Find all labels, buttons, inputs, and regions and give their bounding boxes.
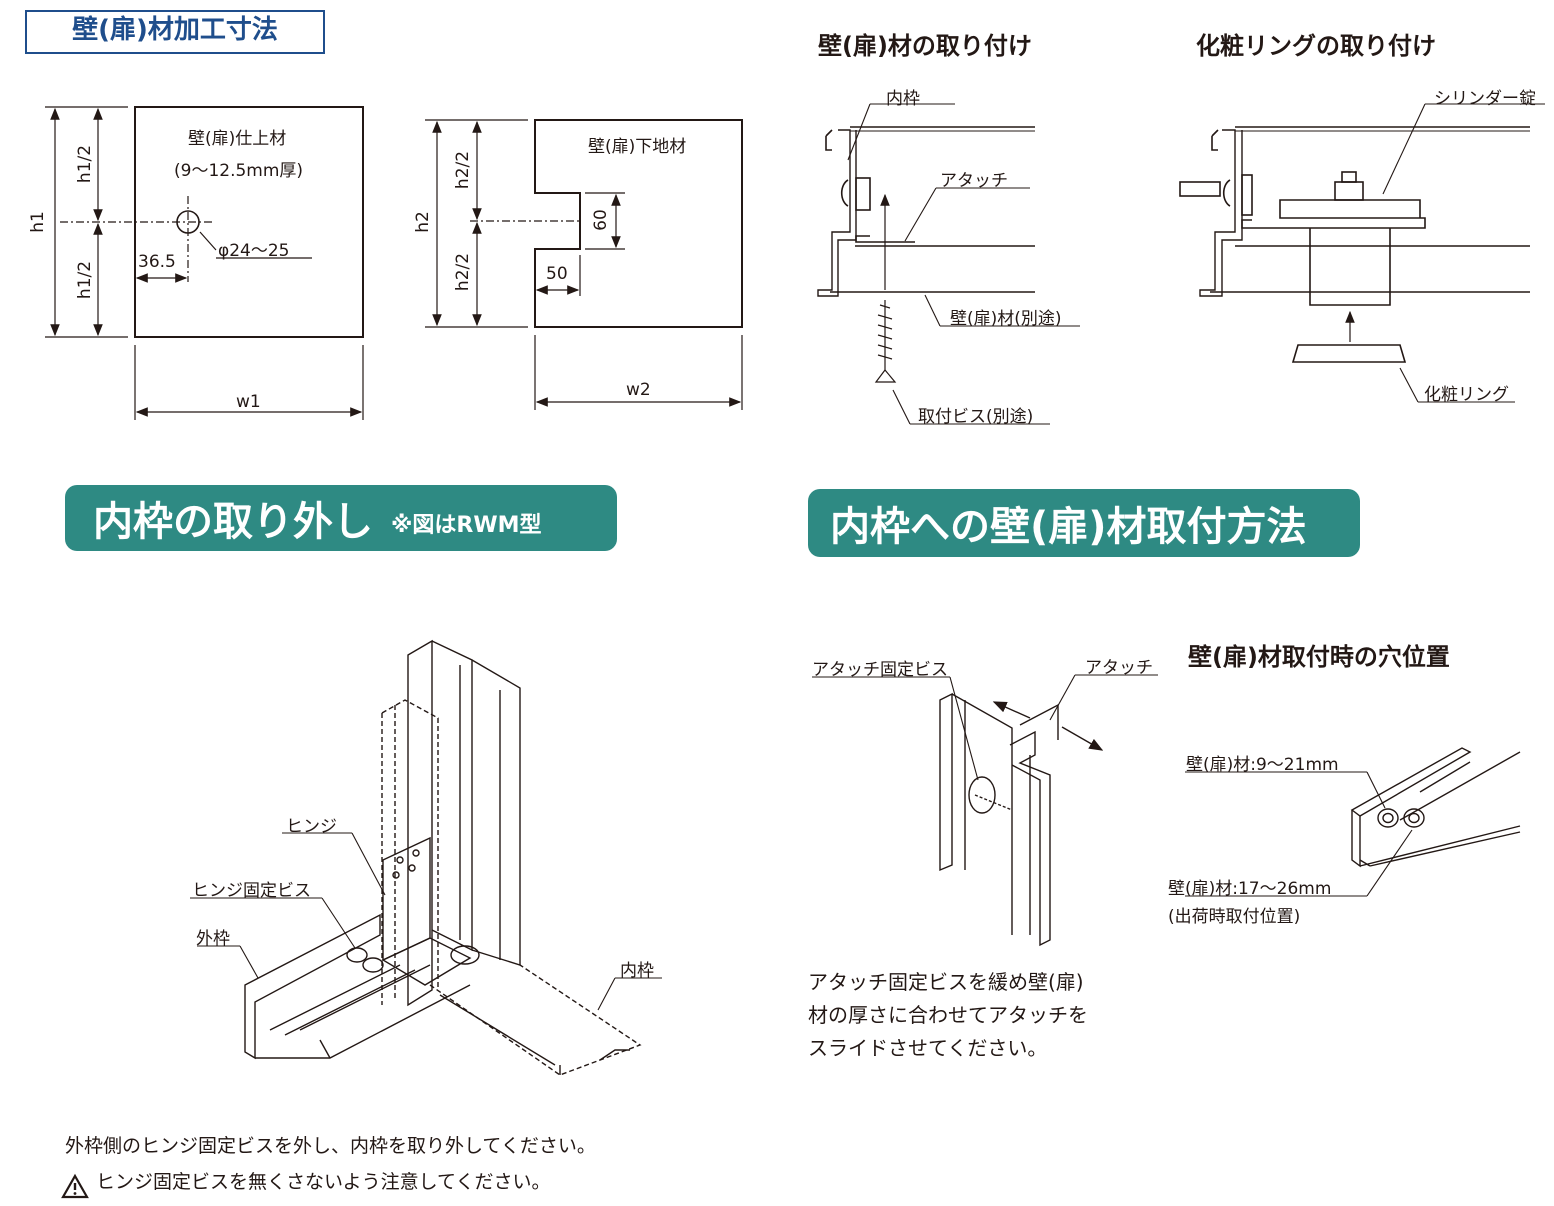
mount-instruction-line2: 材の厚さに合わせてアタッチを xyxy=(808,1003,1088,1027)
heading-hole-position: 壁(扉)材取付時の穴位置 xyxy=(1188,643,1450,671)
dim-h2: h2 xyxy=(412,211,433,233)
dim-50: 50 xyxy=(546,264,568,284)
base-panel-title: 壁(扉)下地材 xyxy=(588,137,687,157)
dim-w2: w2 xyxy=(626,380,651,400)
label-hole-9-21: 壁(扉)材:9～21mm xyxy=(1186,755,1339,775)
removal-leaders xyxy=(190,832,662,1011)
ring-mount-section xyxy=(1179,126,1530,363)
label-attach-a: アタッチ xyxy=(940,171,1008,191)
removal-note-2: ヒンジ固定ビスを無くさないよう注意してください。 xyxy=(96,1171,551,1193)
banner-inner-frame-removal: 内枠の取り外し ※図はRWM型 xyxy=(65,485,617,551)
hole-position-illustration xyxy=(1350,747,1521,868)
wall-mount-leaders xyxy=(847,103,1080,425)
label-cylinder-lock: シリンダー錠 xyxy=(1434,89,1536,109)
heading-ring-mount: 化粧リングの取り付け xyxy=(1196,32,1436,60)
label-hinge-screw: ヒンジ固定ビス xyxy=(192,881,311,901)
heading-wall-mount: 壁(扉)材の取り付け xyxy=(818,32,1032,60)
finish-panel-title: 壁(扉)仕上材 xyxy=(188,129,287,149)
dim-60: 60 xyxy=(590,209,611,231)
dim-h2-half-top: h2/2 xyxy=(453,150,474,190)
label-hinge: ヒンジ xyxy=(286,817,337,837)
label-trim-ring: 化粧リング xyxy=(1424,385,1509,405)
panel-base-material xyxy=(534,119,743,328)
banner-mount-method: 内枠への壁(扉)材取付方法 xyxy=(808,489,1360,557)
label-attach-screw: アタッチ固定ビス xyxy=(812,660,948,680)
panel2-dimensions xyxy=(425,119,743,410)
label-mount-screw: 取付ビス(別途) xyxy=(918,407,1034,427)
base-panel-outline xyxy=(534,119,743,328)
label-hole-factory-note: (出荷時取付位置) xyxy=(1168,907,1301,927)
mount-instruction-line3: スライドさせてください。 xyxy=(808,1036,1048,1060)
dim-h1: h1 xyxy=(27,211,48,233)
label-wall-material: 壁(扉)材(別途) xyxy=(950,309,1062,329)
label-outer-frame: 外枠 xyxy=(196,929,230,949)
banner-removal-title: 内枠の取り外し xyxy=(93,499,373,545)
warning-icon xyxy=(61,1173,89,1199)
banner-mount-title: 内枠への壁(扉)材取付方法 xyxy=(830,504,1307,550)
dim-hole-diameter: φ24～25 xyxy=(218,241,290,261)
label-inner-frame-a: 内枠 xyxy=(886,89,920,109)
dim-h2-half-bottom: h2/2 xyxy=(453,252,474,292)
removal-note-1: 外枠側のヒンジ固定ビスを外し、内枠を取り外してください。 xyxy=(65,1135,596,1157)
mount-instruction-line1: アタッチ固定ビスを緩め壁(扉) xyxy=(808,970,1084,994)
banner-removal-sub: ※図はRWM型 xyxy=(391,513,542,538)
finish-panel-thickness: (9～12.5mm厚) xyxy=(174,161,304,181)
dim-h1-half-top: h1/2 xyxy=(75,144,96,184)
hole-position-leaders xyxy=(1185,771,1413,897)
dim-h1-half-bottom: h1/2 xyxy=(75,260,96,300)
dim-36-5: 36.5 xyxy=(138,252,176,272)
label-hole-17-26: 壁(扉)材:17～26mm xyxy=(1168,879,1332,899)
dim-w1: w1 xyxy=(236,392,261,412)
label-inner-frame-b: 内枠 xyxy=(620,961,654,981)
section-title-processing-dims: 壁(扉)材加工寸法 xyxy=(25,10,325,54)
outer-frame-profile xyxy=(244,913,381,1060)
removal-illustration xyxy=(244,639,642,1076)
attach-slide-leaders xyxy=(812,674,1158,781)
label-attach-b: アタッチ xyxy=(1085,658,1153,678)
ring-mount-leaders xyxy=(1382,103,1545,403)
panel1-dimensions xyxy=(45,106,364,420)
wall-mount-section xyxy=(817,126,1035,383)
